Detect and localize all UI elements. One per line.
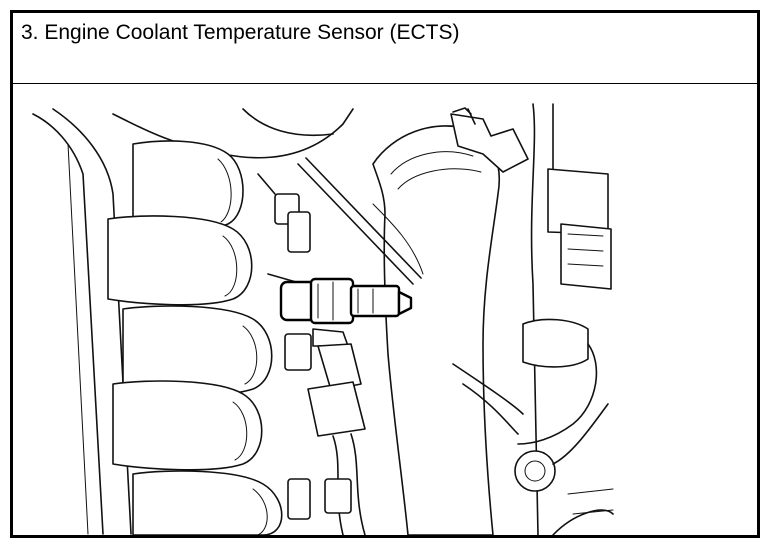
- hose-clamp: [450, 107, 529, 173]
- sensor-connector: [307, 343, 366, 535]
- engine-illustration: [13, 84, 757, 535]
- mounting-brackets: [257, 173, 312, 520]
- title-bar: 3. Engine Coolant Temperature Sensor (EC…: [13, 13, 757, 84]
- page-title: 3. Engine Coolant Temperature Sensor (EC…: [21, 21, 460, 44]
- diagram-frame: 3. Engine Coolant Temperature Sensor (EC…: [10, 10, 760, 538]
- ects-sensor: [279, 277, 413, 347]
- engine-line-drawing: [32, 103, 614, 535]
- routing-lines: [297, 157, 524, 435]
- manifold-runners: [107, 140, 283, 535]
- engine-block-right: [514, 103, 614, 535]
- intake-manifold-outline: [32, 108, 354, 535]
- coolant-hose: [372, 125, 500, 535]
